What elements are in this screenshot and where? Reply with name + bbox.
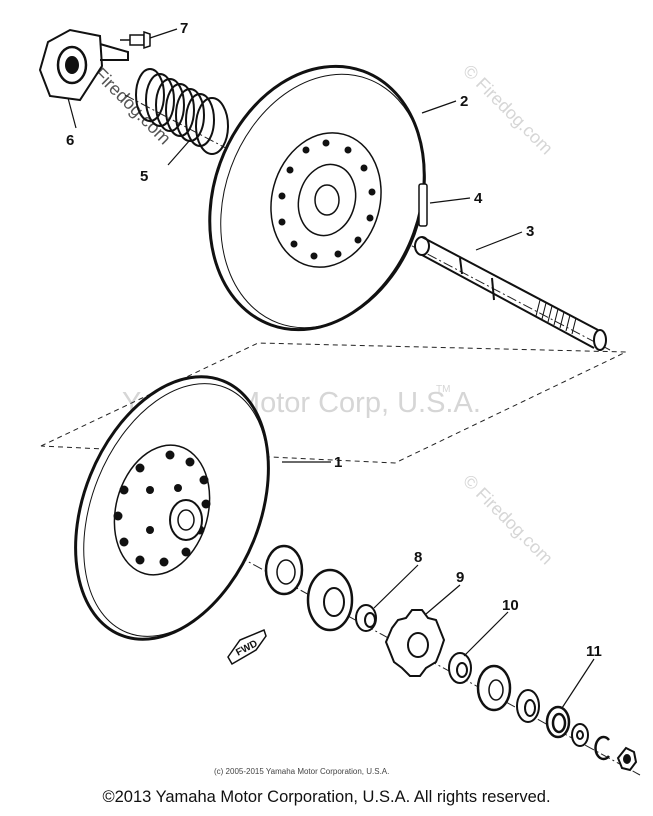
footer-copyright: ©2013 Yamaha Motor Corporation, U.S.A. A…: [102, 788, 551, 806]
washer-part: [571, 723, 589, 747]
callout-2: 2: [460, 93, 468, 110]
shaft-part: [414, 236, 607, 351]
leader-lines: [67, 28, 595, 709]
callout-6: 6: [66, 132, 74, 149]
bearing-lower: [476, 664, 512, 712]
callout-1: 1: [334, 454, 342, 471]
callout-4: 4: [474, 190, 483, 207]
bracket-part: [38, 28, 129, 102]
nut-part: [616, 746, 638, 772]
callout-8: 8: [414, 549, 422, 566]
watermark-tm: TM: [436, 384, 450, 395]
bearing-upper: [306, 568, 354, 632]
fwd-arrow: FWD: [227, 628, 267, 666]
watermark-firedog-2: © Firedog.com: [459, 471, 557, 569]
callout-11: 11: [586, 643, 602, 660]
callout-9: 9: [456, 569, 464, 586]
pin-part: [418, 183, 428, 227]
callout-5: 5: [140, 168, 148, 185]
circlip-part: [594, 735, 610, 761]
copyright-small: (c) 2005-2015 Yamaha Motor Corporation, …: [214, 767, 389, 776]
upper-disc-part: [208, 64, 426, 332]
seal-lower: [516, 689, 540, 723]
spring-part: [135, 68, 229, 155]
collar-part: [355, 604, 377, 632]
callout-7: 7: [180, 20, 188, 37]
spacer-part: [448, 652, 472, 684]
lower-disc-part: [74, 375, 270, 641]
callout-10: 10: [502, 597, 519, 614]
watermark-firedog-1: © Firedog.com: [459, 61, 557, 159]
sprocket-part: [384, 609, 446, 677]
callout-3: 3: [526, 223, 534, 240]
assembly-outline: [40, 342, 627, 464]
ring-11: [545, 705, 571, 739]
bolt-part: [120, 30, 151, 50]
seal-ring: [264, 544, 304, 596]
